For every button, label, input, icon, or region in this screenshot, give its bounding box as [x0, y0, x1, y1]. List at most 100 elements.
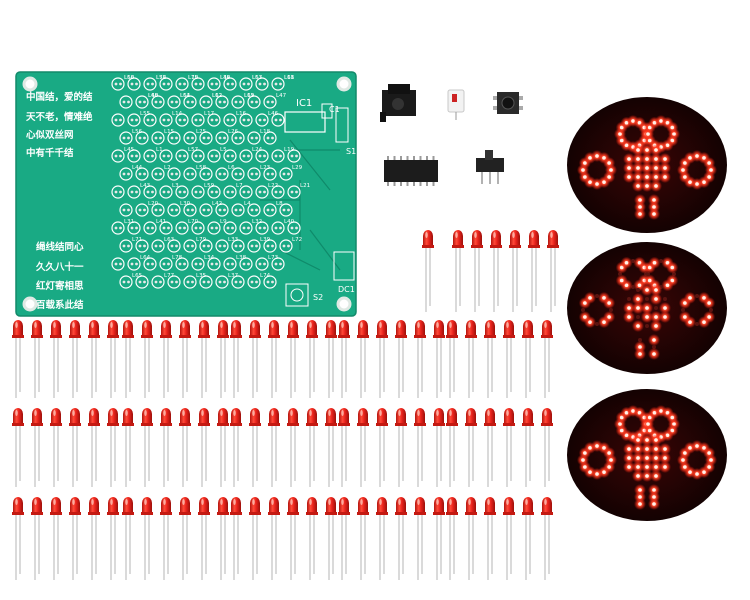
led — [50, 497, 62, 580]
led — [376, 320, 388, 398]
dc-label: DC1 — [338, 285, 355, 294]
led — [433, 408, 445, 487]
led — [376, 408, 388, 487]
led-label: L48 — [148, 93, 159, 99]
led-label: L79 — [196, 237, 207, 243]
led — [31, 320, 43, 398]
poem-line: 中国结，爱的结 — [26, 91, 93, 103]
led — [141, 408, 153, 487]
led — [446, 408, 458, 487]
led — [503, 408, 515, 487]
pcb-board: 中国结，爱的结天不老，情难绝心似双丝网中有千千结绳线结同心久久八十一红灯寄相思百… — [15, 71, 357, 317]
led — [414, 320, 426, 398]
led — [217, 408, 229, 487]
led — [528, 230, 540, 312]
led-label: L2 — [164, 165, 171, 171]
led-label: L35 — [196, 273, 207, 279]
led-label: L64 — [140, 255, 151, 261]
led — [287, 497, 299, 580]
poem-line: 红灯寄相思 — [36, 280, 84, 292]
led-label: L77 — [164, 273, 175, 279]
led — [338, 497, 350, 580]
led — [465, 408, 477, 487]
led — [484, 408, 496, 487]
led — [306, 497, 318, 580]
led — [547, 230, 559, 312]
led — [69, 408, 81, 487]
ic-chip-component — [384, 156, 438, 186]
led — [325, 320, 337, 398]
led — [484, 320, 496, 398]
led — [338, 408, 350, 487]
led-label: L1 — [156, 147, 163, 153]
led-label: L59 — [204, 183, 215, 189]
poem-line: 中有千千结 — [26, 147, 74, 159]
led — [465, 497, 477, 580]
led — [179, 497, 191, 580]
led-pads — [111, 77, 301, 289]
led — [31, 408, 43, 487]
led — [414, 408, 426, 487]
led-label: L72 — [292, 237, 302, 243]
led — [50, 408, 62, 487]
led-label: L21 — [300, 183, 310, 189]
led-label: L69 — [244, 93, 255, 99]
ic-label: IC1 — [296, 98, 312, 109]
led — [198, 320, 210, 398]
led — [69, 320, 81, 398]
led-label: L66 — [124, 75, 135, 81]
led-label: L4 — [244, 201, 251, 207]
led-label: L6 — [228, 165, 235, 171]
button-label: S2 — [313, 293, 323, 302]
led-label: L63 — [164, 237, 175, 243]
led — [122, 320, 134, 398]
led — [249, 408, 261, 487]
led — [122, 497, 134, 580]
led-label: L16 — [236, 111, 247, 117]
led-label: L44 — [132, 165, 143, 171]
led-label: L8 — [276, 201, 283, 207]
led — [325, 408, 337, 487]
led — [230, 408, 242, 487]
poem-line: 百载系此结 — [36, 299, 84, 311]
led-label: L14 — [172, 111, 183, 117]
button-footprint: S2 — [285, 283, 323, 307]
led-label: L33 — [228, 237, 239, 243]
led — [217, 320, 229, 398]
led-label: L71 — [132, 237, 142, 243]
led-label: L9 — [220, 219, 227, 225]
led-label: L46 — [268, 111, 279, 117]
led — [12, 320, 24, 398]
led-label: L47 — [276, 93, 287, 99]
led — [452, 230, 464, 312]
led — [198, 497, 210, 580]
led — [541, 408, 553, 487]
led — [522, 320, 534, 398]
led — [395, 408, 407, 487]
led — [484, 497, 496, 580]
led-label: L26 — [228, 129, 239, 135]
led — [522, 497, 534, 580]
led — [395, 497, 407, 580]
led — [12, 497, 24, 580]
led — [503, 497, 515, 580]
led-label: L58 — [196, 165, 207, 171]
led — [69, 497, 81, 580]
led — [465, 320, 477, 398]
led-label: L45 — [124, 147, 135, 153]
poem-line: 心似双丝网 — [26, 129, 74, 141]
led-label: L39 — [260, 237, 271, 243]
led — [198, 408, 210, 487]
led — [122, 408, 134, 487]
push-button-component — [493, 92, 523, 114]
led — [395, 320, 407, 398]
led — [490, 230, 502, 312]
led-label: L73 — [268, 255, 279, 261]
led-label: L12 — [212, 93, 222, 99]
led-label: L36 — [220, 75, 231, 81]
led — [433, 320, 445, 398]
led — [433, 497, 445, 580]
poem-line: 天不老，情难绝 — [26, 111, 93, 123]
led-label: L38 — [236, 255, 247, 261]
led-label: L49 — [220, 75, 231, 81]
